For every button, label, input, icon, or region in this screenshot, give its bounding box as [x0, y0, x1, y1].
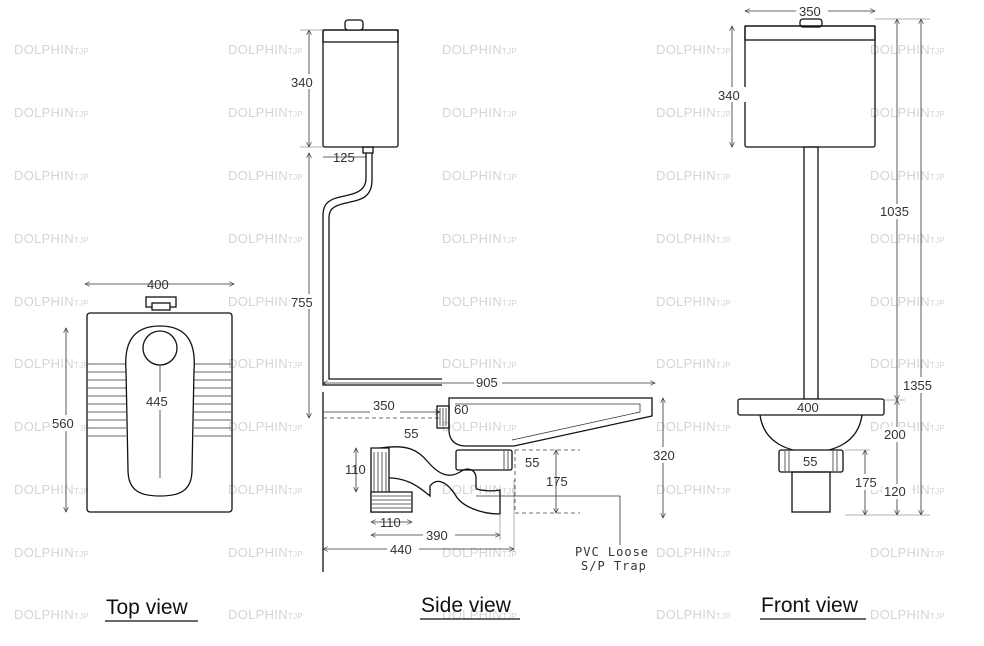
front-view-title: Front view: [761, 594, 859, 617]
front-tank-height-dim: 340: [718, 88, 740, 103]
watermark-text: DOLPHINTJP: [442, 168, 517, 183]
watermark-text: DOLPHINTJP: [228, 419, 303, 434]
watermark-text: DOLPHINTJP: [442, 231, 517, 246]
watermark-text: DOLPHINTJP: [228, 231, 303, 246]
watermark-text: DOLPHINTJP: [228, 42, 303, 57]
side-tank-height-dim: 340: [291, 75, 313, 90]
side-note-line1: PVC Loose: [575, 545, 649, 559]
top-view-title: Top view: [106, 596, 189, 619]
front-tank-width-dim: 350: [799, 4, 821, 19]
watermark-text: DOLPHINTJP: [442, 545, 517, 560]
side-total-length-dim: 905: [476, 375, 498, 390]
side-trap-width-dim: 110: [380, 515, 401, 530]
front-drop-dim: 200: [884, 427, 906, 442]
watermark-text: DOLPHINTJP: [228, 168, 303, 183]
watermark-text: DOLPHINTJP: [14, 105, 89, 120]
top-view: 400 560 445 Top view: [52, 277, 234, 622]
watermark-text: DOLPHINTJP: [14, 607, 89, 622]
side-inlet-dia-dim: 60: [454, 402, 468, 417]
watermark-text: DOLPHINTJP: [228, 607, 303, 622]
watermark-text: DOLPHINTJP: [14, 231, 89, 246]
side-trap-neck-dim: 55: [525, 455, 539, 470]
front-view: 350 340 400 55 175 1035 1355: [716, 3, 941, 620]
watermark-text: DOLPHINTJP: [870, 607, 945, 622]
watermark-text: DOLPHINTJP: [656, 105, 731, 120]
watermark-text: DOLPHINTJP: [656, 42, 731, 57]
front-pan-width-dim: 400: [797, 400, 819, 415]
side-trap-length-dim: 390: [426, 528, 448, 543]
front-base-dim: 120: [884, 484, 906, 499]
watermark-text: DOLPHINTJP: [228, 105, 303, 120]
watermark-grid: DOLPHINTJP DOLPHINTJP DOLPHINTJP DOLPHINTJP…: [14, 42, 945, 622]
watermark-text: DOLPHINTJP: [14, 168, 89, 183]
front-total-height-dim: 1355: [903, 378, 932, 393]
watermark-text: DOLPHINTJP: [870, 168, 945, 183]
front-trap-height-dim: 175: [855, 475, 877, 490]
watermark-text: DOLPHINTJP: [870, 42, 945, 57]
side-inlet-offset-dim: 350: [373, 398, 395, 413]
top-pan-dim: 445: [146, 394, 168, 409]
watermark-text: DOLPHINTJP: [14, 356, 89, 371]
side-note-line2: S/P Trap: [581, 559, 647, 573]
watermark-text: DOLPHINTJP: [656, 231, 731, 246]
side-trap-outlet-dim: 175: [546, 474, 568, 489]
watermark-text: DOLPHINTJP: [228, 482, 303, 497]
side-overall-depth-dim: 440: [390, 542, 412, 557]
side-pan-height-dim: 320: [653, 448, 675, 463]
watermark-text: DOLPHINTJP: [870, 545, 945, 560]
top-width-dim: 400: [147, 277, 169, 292]
watermark-text: DOLPHINTJP: [656, 356, 731, 371]
watermark-text: DOLPHINTJP: [656, 419, 731, 434]
side-view: 340 125 755 905 350 60 55: [289, 19, 681, 620]
watermark-text: DOLPHINTJP: [870, 105, 945, 120]
watermark-text: DOLPHINTJP: [442, 356, 517, 371]
front-trap-neck-dim: 55: [803, 454, 817, 469]
watermark-text: DOLPHINTJP: [442, 105, 517, 120]
watermark-text: DOLPHINTJP: [442, 294, 517, 309]
watermark-text: DOLPHINTJP: [442, 419, 517, 434]
watermark-text: DOLPHINTJP: [656, 607, 731, 622]
watermark-text: DOLPHINTJP: [656, 482, 731, 497]
watermark-text: DOLPHINTJP: [228, 545, 303, 560]
watermark-text: DOLPHINTJP: [870, 294, 945, 309]
top-length-dim: 560: [52, 416, 74, 431]
watermark-text: DOLPHINTJP: [14, 545, 89, 560]
side-inlet-drop-dim: 55: [404, 426, 418, 441]
watermark-text: DOLPHINTJP: [442, 42, 517, 57]
watermark-text: DOLPHINTJP: [656, 545, 731, 560]
side-pipe-height-dim: 755: [291, 295, 313, 310]
watermark-text: DOLPHINTJP: [228, 356, 303, 371]
watermark-text: DOLPHINTJP: [656, 168, 731, 183]
watermark-text: DOLPHINTJP: [870, 231, 945, 246]
side-trap-height-dim: 110: [345, 462, 366, 477]
watermark-text: DOLPHINTJP: [14, 294, 89, 309]
side-pipe-offset-dim: 125: [333, 150, 355, 165]
watermark-text: DOLPHINTJP: [442, 607, 517, 622]
side-view-title: Side view: [421, 594, 512, 617]
front-pipe-height-dim: 1035: [880, 204, 909, 219]
watermark-text: DOLPHINTJP: [870, 356, 945, 371]
watermark-text: DOLPHINTJP: [14, 42, 89, 57]
watermark-text: DOLPHINTJP: [656, 294, 731, 309]
watermark-text: DOLPHINTJP: [14, 482, 89, 497]
